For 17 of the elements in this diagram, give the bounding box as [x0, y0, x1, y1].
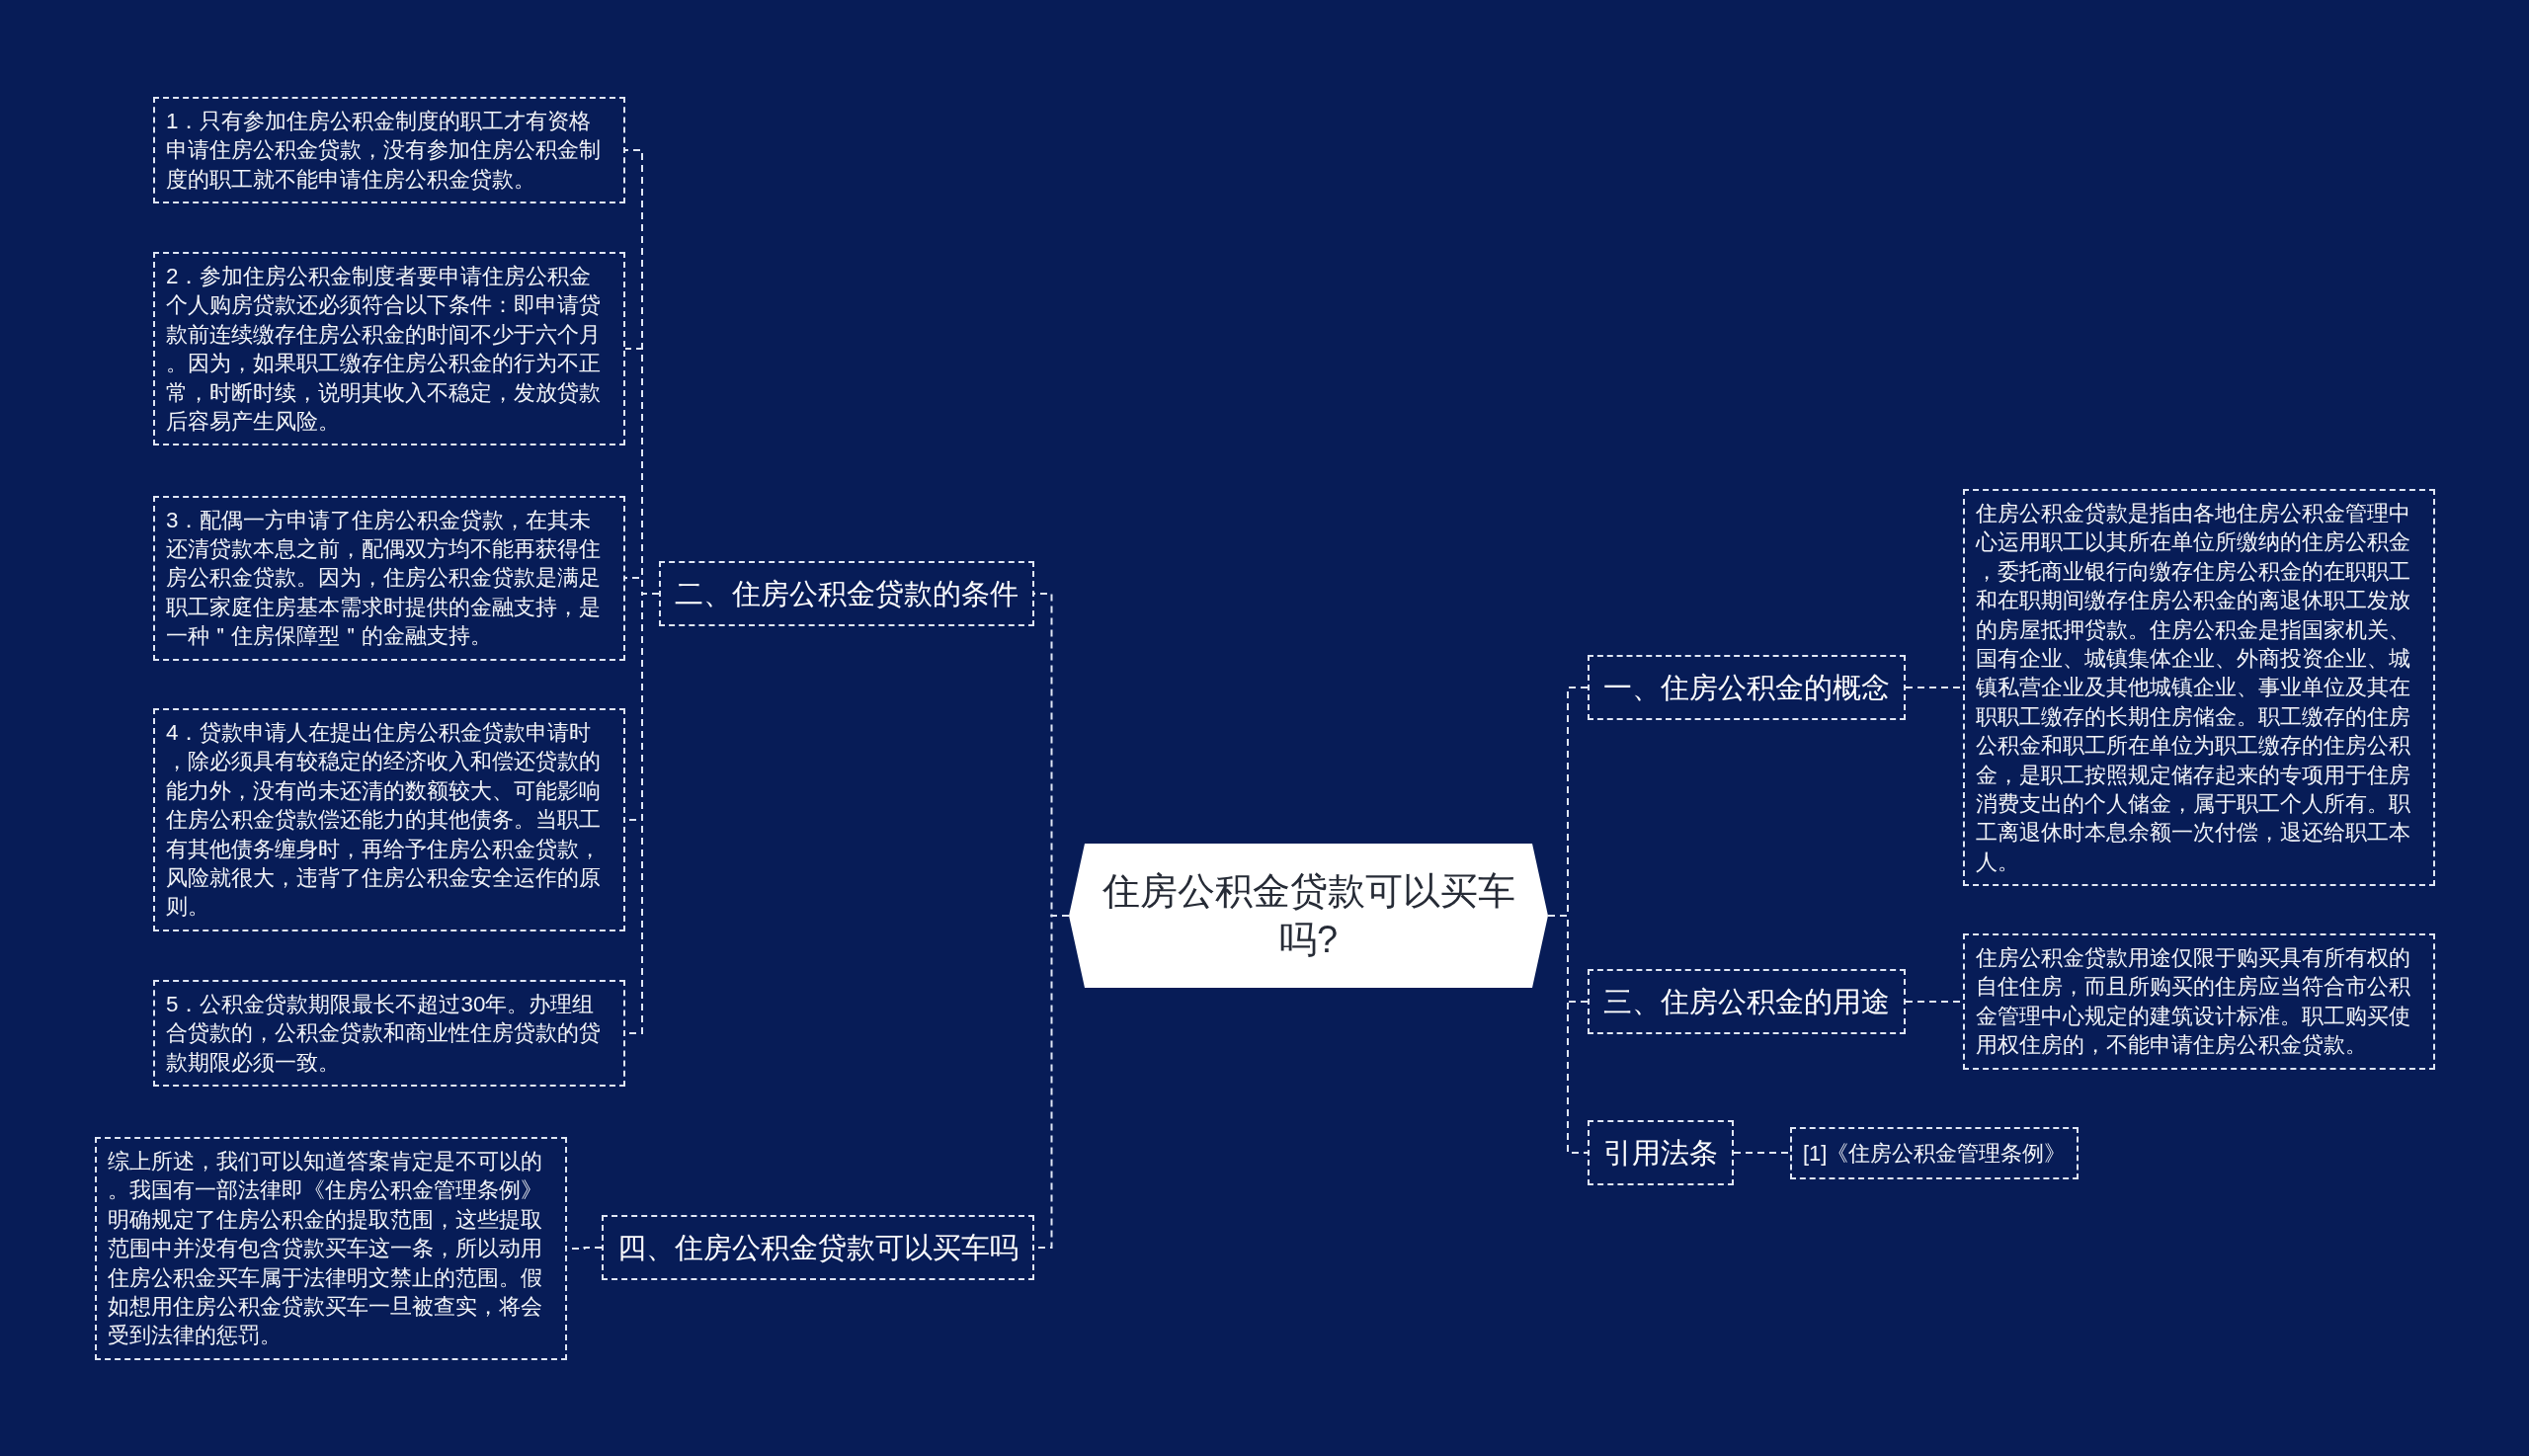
text-box: 住房公积金贷款用途仅限于购买具有所有权的自住住房，而且所购买的住房应当符合市公积金管理中心规定的建筑设计标准。职工购买使用权住房的，不能申请住房公积金贷款。 — [1963, 933, 2435, 1070]
text-box: 综上所述，我们可以知道答案肯定是不可以的。我国有一部法律即《住房公积金管理条例》明确规定了住房公积金的提取范围，这些提取范围中并没有包含贷款买车这一条，所以动用住房公积金买车属于法律明文禁止的范围。假如想用住房公积金贷款买车一旦被查实，将会受到法律的惩罚。 — [95, 1137, 567, 1360]
connector-line — [1547, 915, 1589, 1154]
text-box: 2．参加住房公积金制度者要申请住房公积金个人购房贷款还必须符合以下条件：即申请贷款前连续缴存住房公积金的时间不少于六个月。因为，如果职工缴存住房公积金的行为不正常，时断时续，说明其收入不稳定，发放贷款后容易产生风险。 — [153, 252, 625, 446]
hexagon-node: 住房公积金贷款可以买车吗? — [1069, 844, 1548, 988]
branch-box: 三、住房公积金的用途 — [1588, 969, 1906, 1034]
text-box: 5．公积金贷款期限最长不超过30年。办理组合贷款的，公积金贷款和商业性住房贷款的贷款期限必须一致。 — [153, 980, 625, 1088]
branch-box: 二、住房公积金贷款的条件 — [659, 561, 1034, 626]
text-box: 1．只有参加住房公积金制度的职工才有资格申请住房公积金贷款，没有参加住房公积金制度的职工就不能申请住房公积金贷款。 — [153, 97, 625, 204]
text-box: 3．配偶一方申请了住房公积金贷款，在其未还清贷款本息之前，配偶双方均不能再获得住房公积金贷款。因为，住房公积金贷款是满足职工家庭住房基本需求时提供的金融支持，是一种＂住房保障型＂的金融支持。 — [153, 495, 625, 661]
branch-box: 一、住房公积金的概念 — [1588, 655, 1906, 720]
connector-line — [1733, 1152, 1791, 1154]
text-box: 4．贷款申请人在提出住房公积金贷款申请时，除必须具有较稳定的经济收入和偿还贷款的能力外，没有尚未还清的数额较大、可能影响住房公积金贷款偿还能力的其他债务。当职工有其他债务缠身时，再给予住房公积金贷款，风险就很大，违背了住房公积金安全运作的原则。 — [153, 708, 625, 931]
branch-box: 四、住房公积金贷款可以买车吗 — [602, 1215, 1034, 1280]
reference-box: [1]《住房公积金管理条例》 — [1790, 1126, 2080, 1179]
text-box: 住房公积金贷款是指由各地住房公积金管理中心运用职工以其所在单位所缴纳的住房公积金，委托商业银行向缴存住房公积金的在职职工和在职期间缴存住房公积金的离退休职工发放的房屋抵押贷款。住房公积金是指国家机关、国有企业、城镇集体企业、外商投资企业、城镇私营企业及其他城镇企业、事业单位及其在职职工缴存的长期住房储金。职工缴存的住房公积金和职工所在单位为职工缴存的住房公积金，是职工按照规定储存起来的专项用于住房消费支出的个人储金，属于职工个人所有。职工离退休时本息余额一次付偿，退还给职工本人。 — [1963, 489, 2435, 887]
branch-box: 引用法条 — [1588, 1120, 1734, 1185]
